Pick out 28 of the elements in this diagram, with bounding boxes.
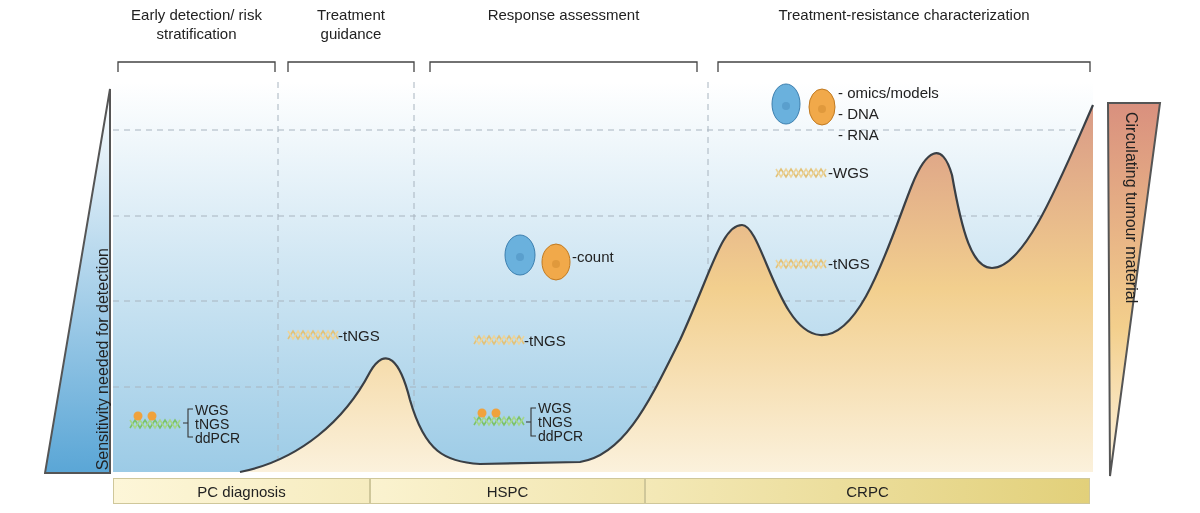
analyte-label: - DNA	[838, 106, 879, 122]
stage-label: CRPC	[845, 483, 890, 500]
assay-label: -count	[572, 249, 614, 265]
axis-label: Circulating tumour material	[1122, 112, 1140, 304]
analyte-label: - omics/models	[838, 85, 939, 101]
assay-label: ddPCR	[538, 428, 584, 444]
stage-label: PC diagnosis	[196, 483, 287, 500]
stage-bar	[645, 478, 1090, 504]
stage-label: HSPC	[485, 483, 530, 500]
assay-label: tNGS	[195, 416, 230, 432]
assay-label: -tNGS	[524, 333, 566, 349]
phase-heading: Response assessment	[486, 5, 641, 24]
assay-label: WGS	[195, 402, 229, 418]
assay-label: WGS	[538, 400, 572, 416]
assay-label: ddPCR	[195, 430, 241, 446]
phase-heading: Treatment guidance	[316, 5, 386, 43]
assay-label: -WGS	[828, 165, 869, 181]
assay-label: -tNGS	[828, 256, 870, 272]
stage-bar	[370, 478, 645, 504]
assay-label: -tNGS	[338, 328, 380, 344]
wedge-triangle	[1106, 102, 1162, 478]
assay-label: tNGS	[538, 414, 573, 430]
stage-bar	[113, 478, 370, 504]
analyte-label: - RNA	[838, 127, 879, 143]
wedge-triangle	[44, 88, 112, 474]
phase-heading: Early detection/ risk stratification	[130, 5, 263, 43]
axis-label: Sensitivity needed for detection	[94, 247, 112, 470]
phase-heading: Treatment-resistance characterization	[777, 5, 1031, 24]
